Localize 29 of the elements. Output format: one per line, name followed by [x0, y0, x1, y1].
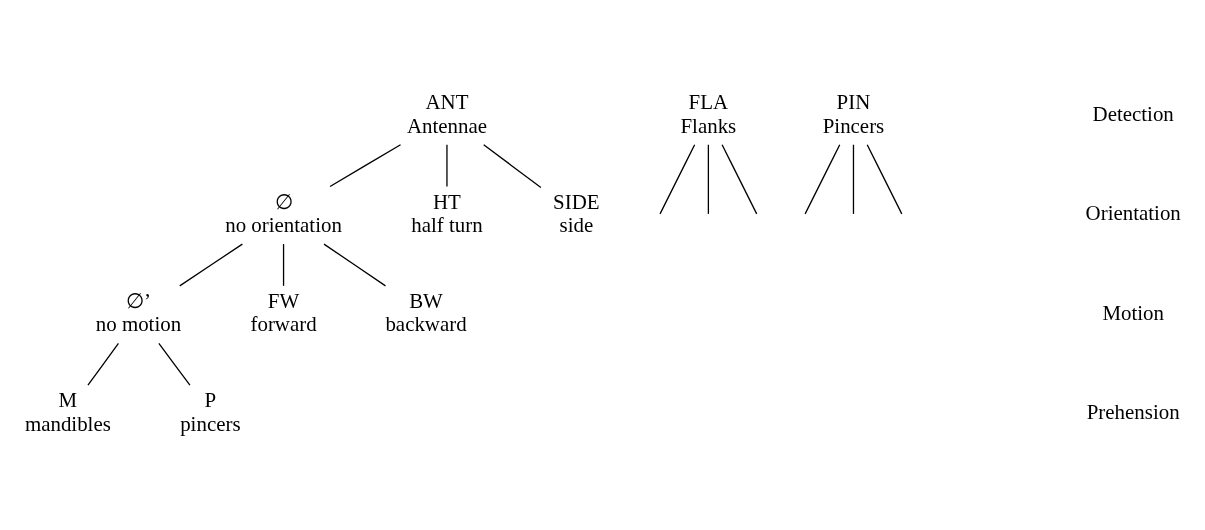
label: Prehension: [1086, 399, 1180, 424]
node-text: FW forward: [250, 288, 317, 337]
node-text: P pincers: [180, 388, 241, 436]
node-text: BW backward: [385, 288, 467, 337]
node-text: ∅ no orientation: [225, 189, 342, 238]
connector: [804, 144, 841, 215]
connector: [659, 144, 696, 215]
node-text: SIDE side: [553, 189, 600, 238]
node-text: ∅’ no motion: [95, 288, 182, 337]
connector: [179, 243, 244, 287]
connector: [721, 144, 758, 215]
node-text: HT half turn: [411, 189, 483, 238]
label: Motion: [1102, 300, 1164, 325]
connector: [282, 243, 285, 287]
node-text: FLA Flanks: [680, 90, 737, 138]
connector: [158, 342, 191, 386]
node-text: ANT Antennae: [406, 90, 487, 138]
connector: [707, 144, 710, 215]
connector: [323, 243, 387, 287]
connector: [446, 144, 448, 188]
connector: [852, 144, 855, 215]
label: Orientation: [1085, 201, 1181, 226]
node-text: M mandibles: [24, 388, 111, 436]
connector: [866, 144, 903, 215]
node-text: PIN Pincers: [822, 90, 885, 138]
connector: [483, 144, 542, 189]
label: Detection: [1092, 101, 1174, 126]
connector: [329, 144, 402, 188]
connector: [87, 342, 120, 386]
